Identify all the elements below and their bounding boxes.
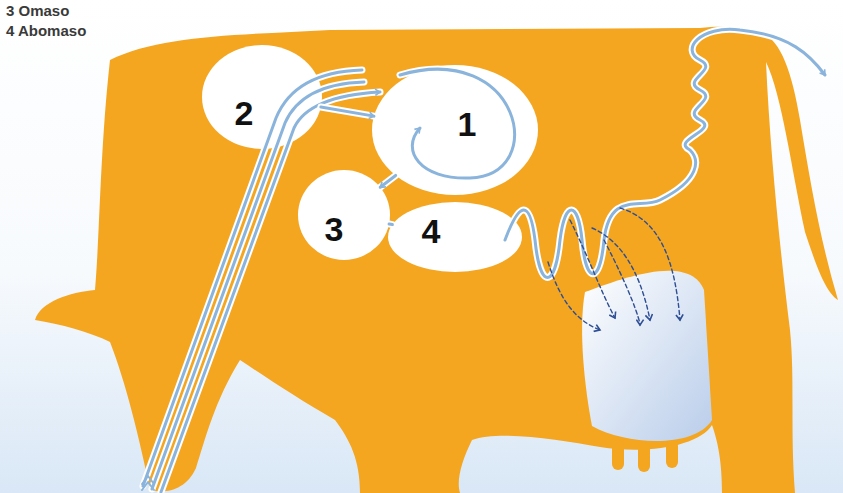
intestine-tube <box>505 29 825 277</box>
intake-arrow <box>142 482 154 490</box>
callout-number: 4 <box>422 212 441 251</box>
udder <box>582 271 712 441</box>
flow-line <box>380 175 395 187</box>
stomach-chamber: 3 <box>298 170 390 260</box>
chamber-shape <box>298 170 390 260</box>
flow-arrow <box>321 107 374 116</box>
stomach-chamber: 2 <box>202 45 322 149</box>
callout-number: 2 <box>235 94 254 133</box>
flow-line <box>321 107 374 116</box>
callout-number: 1 <box>458 105 477 144</box>
stomach-chamber: 4 <box>388 202 522 272</box>
esophagus-tube <box>142 70 380 492</box>
chamber-outline <box>202 45 322 149</box>
chamber-shape <box>372 65 538 195</box>
flow-arrow <box>380 175 395 187</box>
chamber-shape <box>202 45 322 149</box>
part-name: 4 Abomaso <box>6 22 86 39</box>
flow-casing <box>389 220 392 228</box>
chamber-shape <box>388 202 522 272</box>
part-name: 3 Omaso <box>6 2 69 19</box>
intake-arrow <box>142 476 154 484</box>
absorption-arrow <box>548 208 680 330</box>
rumen-loop <box>400 69 515 178</box>
teat <box>638 442 650 472</box>
flow-line <box>389 222 392 226</box>
chamber-outline <box>388 202 522 272</box>
chamber-outline <box>372 65 538 195</box>
callout-number: 3 <box>325 210 344 249</box>
flow-casing <box>321 107 374 116</box>
stomach-chamber: 1 <box>372 65 538 195</box>
chamber-outline <box>298 170 390 260</box>
teat <box>612 440 624 470</box>
flow-casing <box>380 175 395 187</box>
teat <box>666 440 678 468</box>
flow-arrow <box>389 223 392 225</box>
cow-silhouette <box>35 27 838 493</box>
